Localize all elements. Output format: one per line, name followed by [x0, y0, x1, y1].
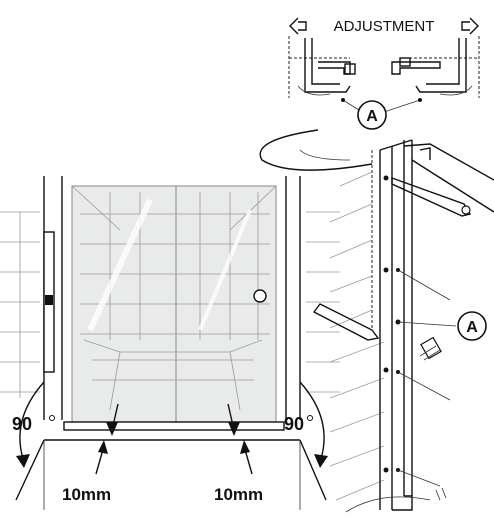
gap-left-label: 10mm [62, 485, 111, 504]
callout-a-side: A [466, 319, 478, 336]
door-knob [253, 289, 267, 303]
right-profile [391, 38, 473, 96]
gap-right-label: 10mm [214, 485, 263, 504]
right-angle-marker: 90 [284, 381, 328, 468]
bottom-track [63, 421, 285, 431]
left-adjust-arrow [289, 17, 307, 35]
left-glass-panel [71, 185, 177, 427]
right-glass-panel [175, 185, 277, 427]
screwdriver-icon [391, 177, 472, 217]
adjustment-label: ADJUSTMENT [334, 18, 435, 35]
right-wall-tiles [306, 211, 340, 393]
callout-a-top: A [366, 108, 378, 125]
wall-anchor-icon [419, 336, 442, 361]
angle-left-label: 90 [12, 414, 32, 434]
callout-a-top-circle [357, 100, 387, 130]
angle-right-label: 90 [284, 414, 304, 434]
right-adjust-arrow [461, 17, 479, 35]
left-wall-tiles [0, 211, 40, 398]
shower-front-view: 90 90 10mm 10mm [0, 176, 340, 510]
callout-a-side-circle [457, 311, 487, 341]
left-profile [297, 38, 356, 96]
back-wall-tiles [71, 185, 277, 411]
profile-closeup: A [259, 129, 494, 513]
pencil-icon [312, 303, 380, 341]
adjustment-detail: ADJUSTMENT A [288, 17, 480, 130]
left-angle-marker: 90 [12, 381, 55, 468]
